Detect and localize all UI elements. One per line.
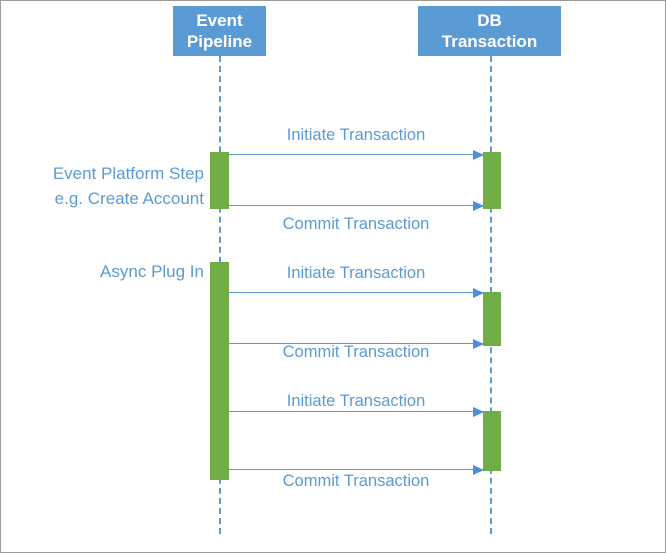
message-label-initiate-transaction-2: Initiate Transaction xyxy=(286,264,426,282)
arrowhead-icon xyxy=(473,338,484,349)
message-arrow-commit-transaction-1[interactable] xyxy=(229,200,484,211)
message-arrow-initiate-transaction-1[interactable] xyxy=(229,149,484,160)
message-label-commit-transaction-2: Commit Transaction xyxy=(282,343,430,361)
message-label-commit-transaction-1: Commit Transaction xyxy=(282,215,430,233)
message-arrow-initiate-transaction-3[interactable] xyxy=(229,406,484,417)
message-label-commit-transaction-3: Commit Transaction xyxy=(282,472,430,490)
arrowhead-icon xyxy=(473,200,484,211)
activation-bar-db-transaction-2[interactable] xyxy=(483,292,501,346)
participant-db-transaction[interactable]: DB Transaction xyxy=(418,6,561,56)
message-label-initiate-transaction-3: Initiate Transaction xyxy=(286,392,426,410)
annotation-event-platform-step: Event Platform Step e.g. Create Account xyxy=(52,164,204,208)
message-label-initiate-transaction-1: Initiate Transaction xyxy=(286,126,426,144)
message-arrow-initiate-transaction-2[interactable] xyxy=(229,287,484,298)
message-arrow-commit-transaction-2[interactable] xyxy=(229,338,484,349)
activation-bar-db-transaction-1[interactable] xyxy=(483,152,501,209)
message-arrow-commit-transaction-3[interactable] xyxy=(229,464,484,475)
annotation-async-plug-in: Async Plug In xyxy=(100,262,204,281)
arrowhead-icon xyxy=(473,464,484,475)
activation-bar-event-pipeline-2[interactable] xyxy=(210,262,229,480)
activation-bar-db-transaction-3[interactable] xyxy=(483,411,501,471)
participant-event-pipeline[interactable]: Event Pipeline xyxy=(173,6,266,56)
activation-bar-event-pipeline-1[interactable] xyxy=(210,152,229,209)
arrowhead-icon xyxy=(473,406,484,417)
arrowhead-icon xyxy=(473,149,484,160)
arrowhead-icon xyxy=(473,287,484,298)
